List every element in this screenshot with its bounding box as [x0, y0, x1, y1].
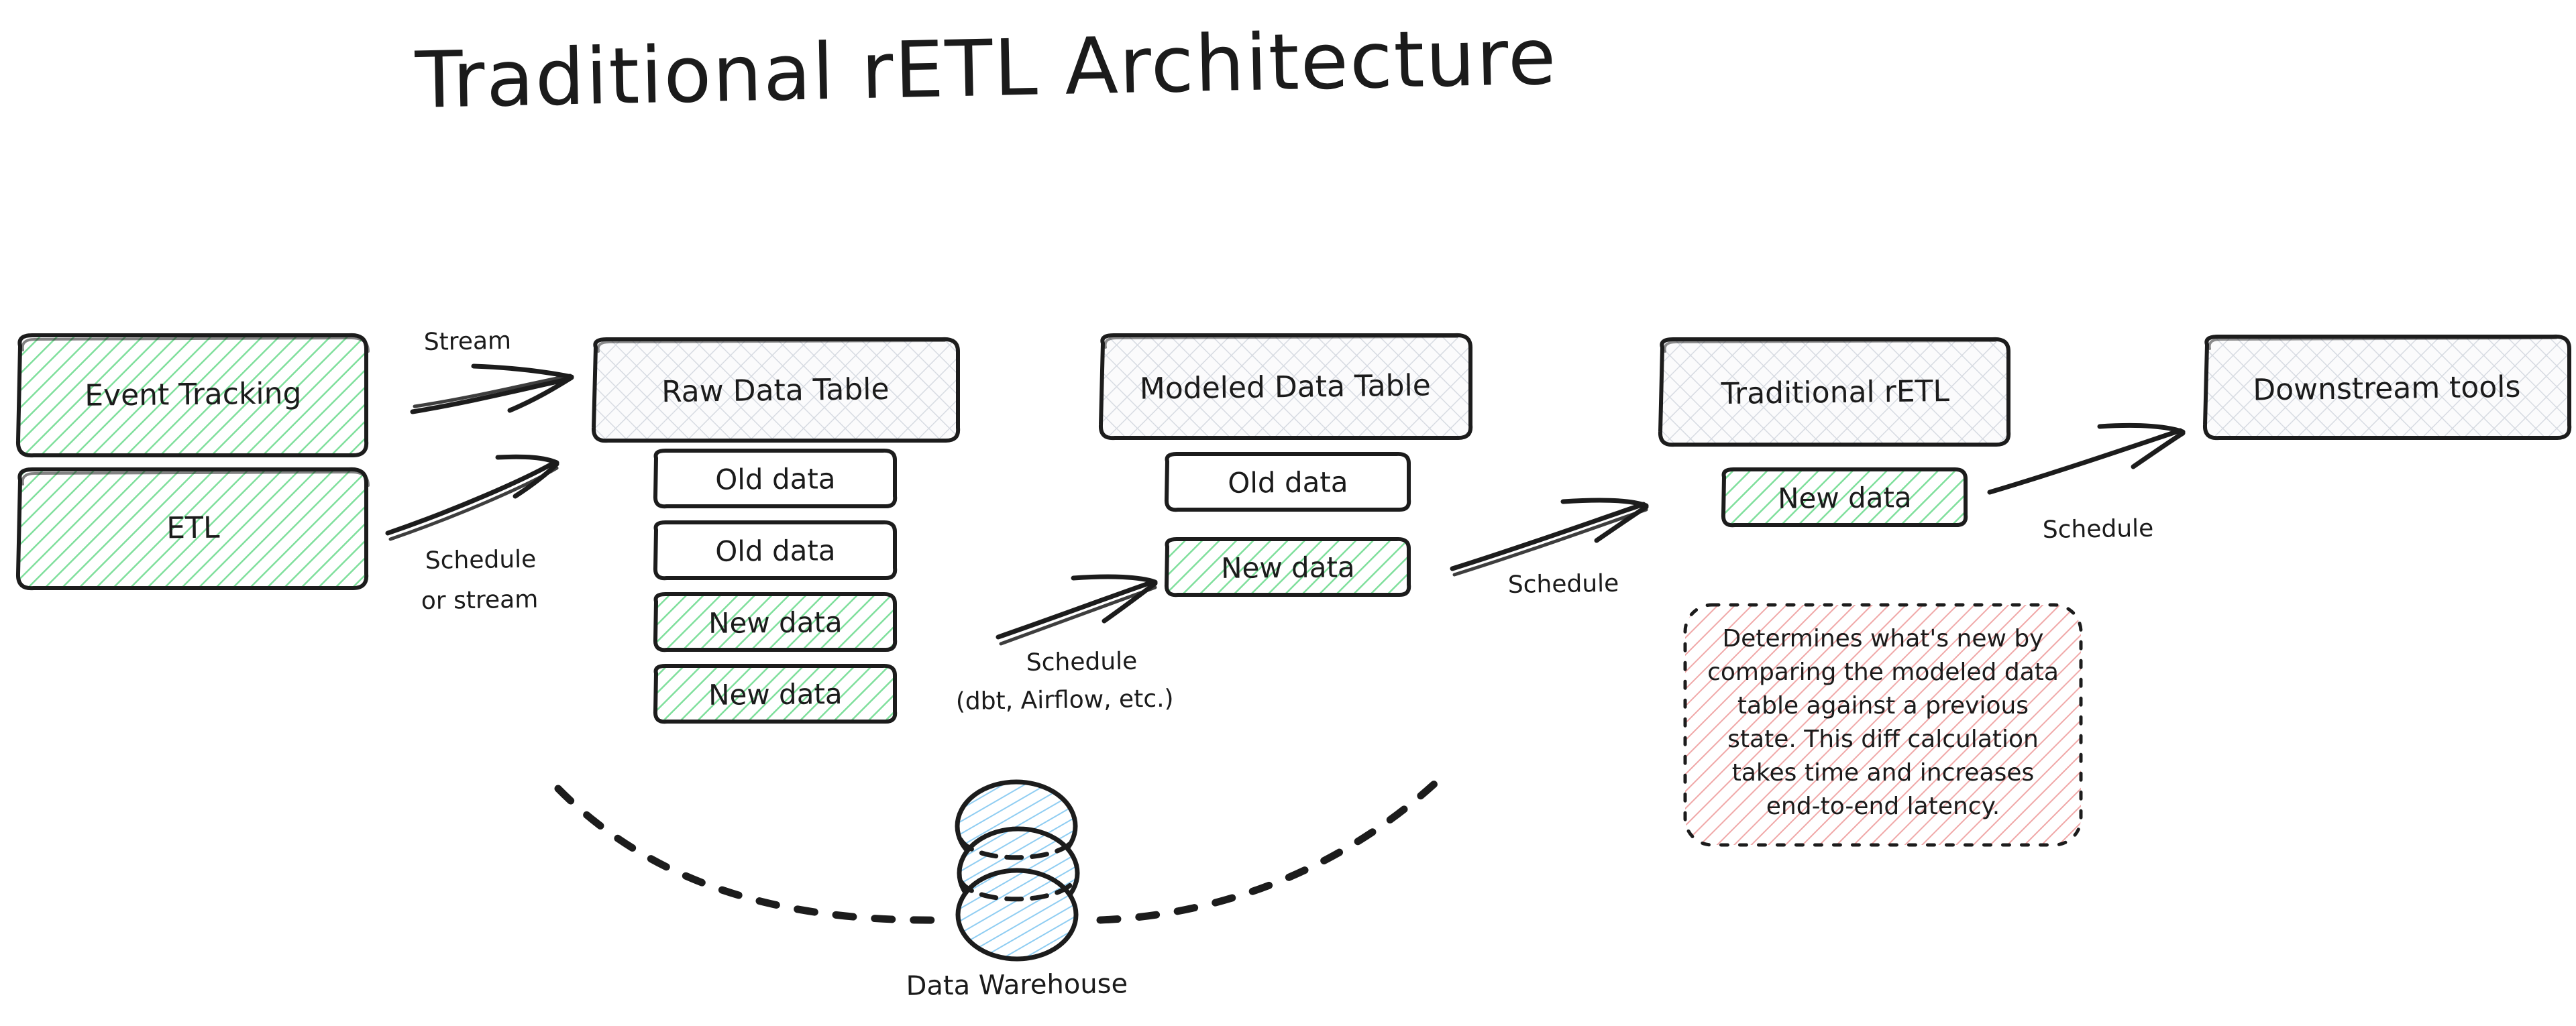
table-row[interactable]: New data: [1721, 467, 1968, 528]
table-row-label: New data: [708, 677, 843, 711]
table-row[interactable]: Old data: [653, 520, 898, 581]
node-downstream-tools-label: Downstream tools: [2253, 370, 2521, 408]
node-event-tracking[interactable]: Event Tracking: [15, 333, 370, 458]
edge-event-to-raw: Stream: [410, 327, 574, 414]
edge-modeled-to-retl: Schedule: [1450, 498, 1649, 599]
annotation-note-line: comparing the modeled data: [1707, 659, 2059, 686]
table-row-label: Old data: [1228, 465, 1348, 500]
node-event-tracking-label: Event Tracking: [85, 376, 302, 412]
edge-raw-to-modeled-label-line2: (dbt, Airflow, etc.): [956, 685, 1174, 716]
table-row[interactable]: Old data: [1164, 451, 1411, 512]
node-traditional-retl-label: Traditional rETL: [1720, 374, 1949, 411]
node-modeled-data-table[interactable]: Modeled Data Table: [1098, 333, 1473, 441]
annotation-note: Determines what's new by comparing the m…: [1683, 603, 2083, 847]
edge-modeled-to-retl-label: Schedule: [1508, 570, 1619, 599]
table-row[interactable]: New data: [653, 591, 898, 652]
node-etl[interactable]: ETL: [15, 467, 370, 591]
edge-etl-to-raw-label-line1: Schedule: [425, 546, 537, 575]
edge-raw-to-modeled: Schedule (dbt, Airflow, etc.): [956, 574, 1174, 716]
table-row-label: New data: [1221, 551, 1355, 585]
annotation-note-line: end-to-end latency.: [1766, 793, 2000, 820]
edge-retl-to-downstream: Schedule: [1987, 422, 2186, 544]
node-etl-label: ETL: [166, 511, 220, 546]
node-raw-data-table[interactable]: Raw Data Table: [591, 337, 961, 443]
table-row-label: New data: [708, 606, 843, 640]
node-raw-data-table-label: Raw Data Table: [661, 372, 890, 409]
table-row-label: New data: [1778, 481, 1912, 515]
node-downstream-tools[interactable]: Downstream tools: [2202, 334, 2572, 441]
table-row-label: Old data: [715, 462, 836, 496]
edge-retl-to-downstream-label: Schedule: [2043, 515, 2154, 544]
annotation-note-line: takes time and increases: [1732, 759, 2035, 787]
edge-raw-to-modeled-label-line1: Schedule: [1026, 648, 1138, 677]
edge-event-to-raw-label: Stream: [423, 327, 511, 356]
annotation-note-line: table against a previous: [1737, 692, 2029, 720]
table-row-label: Old data: [715, 534, 836, 568]
table-row[interactable]: New data: [653, 663, 898, 724]
annotation-note-line: state. This diff calculation: [1727, 726, 2039, 753]
table-row[interactable]: Old data: [653, 448, 898, 509]
annotation-note-line: Determines what's new by: [1722, 625, 2043, 652]
edge-etl-to-raw-label-line2: or stream: [421, 586, 539, 615]
node-modeled-data-table-label: Modeled Data Table: [1140, 368, 1432, 406]
warehouse-boundary-dashed: [554, 773, 1446, 924]
table-row[interactable]: New data: [1164, 536, 1411, 597]
node-traditional-retl[interactable]: Traditional rETL: [1658, 337, 2011, 447]
warehouse-caption: Data Warehouse: [906, 968, 1128, 1001]
page-title: Traditional rETL Architecture: [414, 11, 1558, 126]
database-cylinder-icon: [955, 779, 1080, 962]
edge-etl-to-raw: Schedule or stream: [385, 454, 559, 615]
